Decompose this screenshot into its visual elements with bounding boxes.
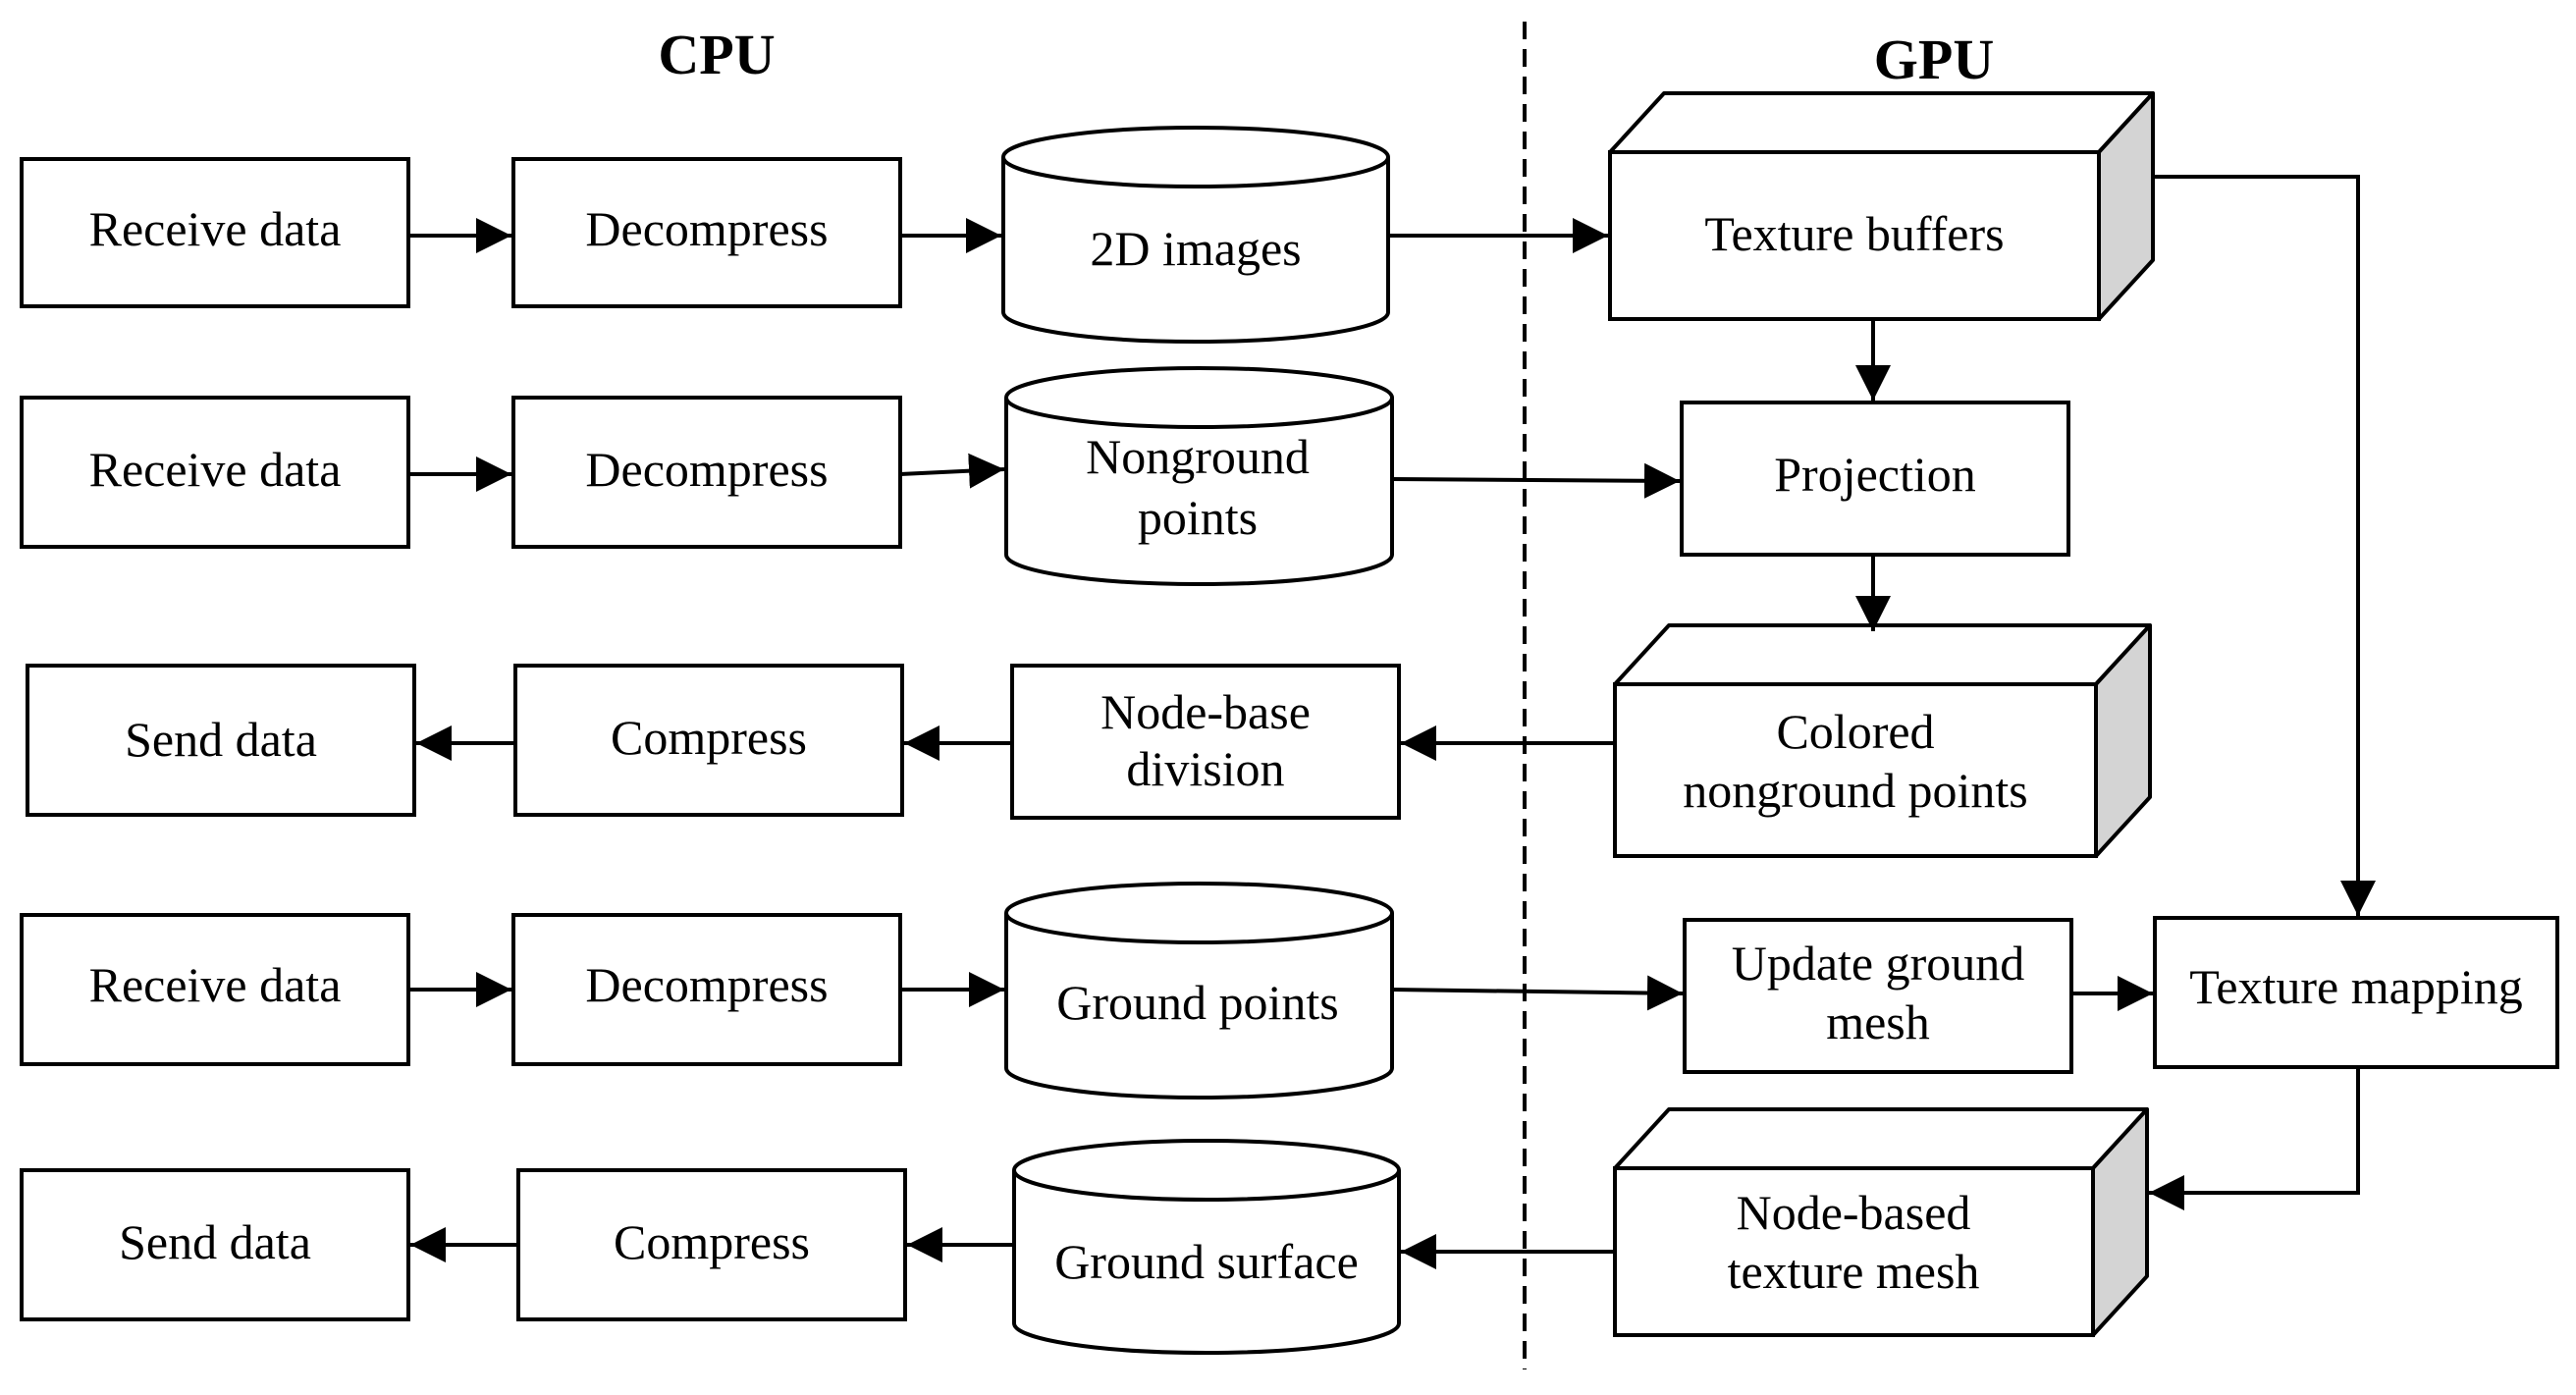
connectors (408, 175, 2376, 1269)
decompress-box-3: Decompress (511, 913, 902, 1066)
update-ground-mesh-box: Update ground mesh (1683, 918, 2073, 1074)
colored-nonground-label-line1: Colored (1776, 704, 1934, 759)
texture-mapping-label: Texture mapping (2189, 959, 2522, 1014)
2d-images-store: 2D images (1001, 126, 1390, 344)
node-based-texture-mesh-label-line2: texture mesh (1728, 1244, 1980, 1299)
send-data-label: Send data (125, 712, 317, 767)
nonground-points-label-line2: points (1138, 490, 1258, 545)
node-base-division-box: Node-base division (1010, 664, 1401, 820)
compress-label: Compress (611, 710, 807, 765)
node-based-texture-mesh-block: Node-based texture mesh (1613, 1107, 2149, 1337)
receive-data-box-1: Receive data (20, 157, 410, 308)
update-ground-mesh-label-line2: mesh (1826, 994, 1930, 1049)
colored-nonground-points-block: Colored nonground points (1613, 623, 2152, 858)
send-data-label: Send data (119, 1214, 311, 1269)
projection-box: Projection (1680, 401, 2070, 557)
decompress-box-1: Decompress (511, 157, 902, 308)
compress-box-2: Compress (516, 1168, 907, 1321)
decompress-box-2: Decompress (511, 396, 902, 549)
texture-buffers-block: Texture buffers (1608, 91, 2155, 321)
node-based-texture-mesh-label-line1: Node-based (1737, 1185, 1971, 1240)
nonground-points-label-line1: Nonground (1086, 429, 1310, 484)
arrow-decompress-to-nonground (899, 453, 1005, 489)
ground-points-store: Ground points (1004, 881, 1394, 1100)
decompress-label: Decompress (585, 201, 828, 256)
decompress-label: Decompress (585, 442, 828, 497)
nonground-points-store: Nonground points (1004, 365, 1394, 587)
receive-data-label: Receive data (89, 442, 342, 497)
decompress-label: Decompress (585, 957, 828, 1012)
send-data-box-1: Send data (26, 664, 416, 817)
cpu-header: CPU (658, 23, 775, 86)
compress-box-1: Compress (513, 664, 904, 817)
colored-nonground-label-line2: nonground points (1683, 763, 2027, 818)
receive-data-label: Receive data (89, 201, 342, 256)
projection-label: Projection (1774, 447, 1976, 502)
arrow-nonground-to-projection (1391, 462, 1681, 499)
receive-data-box-2: Receive data (20, 396, 410, 549)
ground-surface-store: Ground surface (1012, 1139, 1401, 1355)
receive-data-label: Receive data (89, 957, 342, 1012)
texture-buffers-label: Texture buffers (1704, 206, 2004, 261)
gpu-header: GPU (1874, 27, 1994, 91)
send-data-box-2: Send data (20, 1168, 410, 1321)
node-base-division-label-line2: division (1126, 741, 1284, 796)
arrow-texture-mapping-to-mesh (2149, 1067, 2360, 1210)
node-base-division-label-line1: Node-base (1100, 684, 1311, 739)
arrow-ground-points-to-update (1391, 975, 1684, 1011)
ground-points-label: Ground points (1056, 975, 1339, 1030)
ground-surface-label: Ground surface (1054, 1234, 1359, 1289)
texture-mapping-box: Texture mapping (2153, 916, 2559, 1069)
update-ground-mesh-label-line1: Update ground (1732, 936, 2025, 991)
receive-data-box-3: Receive data (20, 913, 410, 1066)
2d-images-label: 2D images (1090, 221, 1301, 276)
compress-label: Compress (614, 1214, 810, 1269)
arrow-texture-buffers-to-texture-mapping (2153, 175, 2376, 916)
